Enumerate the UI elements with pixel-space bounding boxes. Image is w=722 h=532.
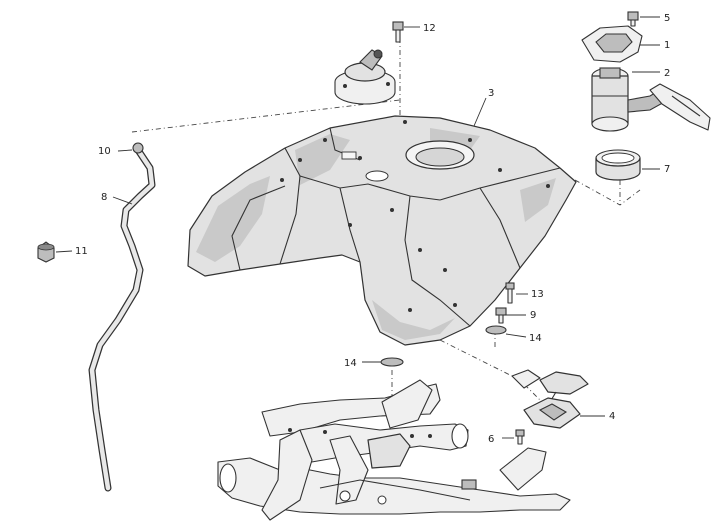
fuel-level-sensor [511, 369, 589, 429]
bolt-12 [392, 21, 404, 43]
vent-hose [88, 146, 156, 492]
leader-lines [55, 16, 660, 439]
filler-cap [334, 49, 396, 105]
screw-6 [515, 429, 525, 445]
callout-10: 10 [98, 146, 111, 157]
callout-14-right: 14 [529, 333, 542, 344]
assembly-axis-lines [131, 38, 641, 401]
callout-6: 6 [488, 434, 494, 445]
callout-5: 5 [664, 13, 670, 24]
washer-14-right [485, 325, 507, 335]
callout-11: 11 [75, 246, 88, 257]
cap-nut-11 [37, 241, 55, 263]
callout-1: 1 [664, 40, 670, 51]
callout-4: 4 [609, 411, 615, 422]
bolt-13 [505, 282, 515, 304]
callout-9: 9 [530, 310, 536, 321]
fuel-pump-assembly [581, 11, 711, 181]
callout-3: 3 [488, 88, 494, 99]
bushing-9 [495, 307, 507, 324]
callout-14-left: 14 [344, 358, 357, 369]
callout-7: 7 [664, 164, 670, 175]
fuel-tank [187, 115, 577, 346]
callout-2: 2 [664, 68, 670, 79]
frame-structure [217, 379, 571, 521]
hose-clip-10 [132, 142, 144, 154]
callout-13: 13 [531, 289, 544, 300]
callout-labels: 1 2 3 4 5 6 7 8 9 10 11 12 13 14 14 [75, 13, 670, 445]
callout-8: 8 [101, 192, 107, 203]
callout-12: 12 [423, 23, 436, 34]
washer-14-left [380, 357, 404, 367]
